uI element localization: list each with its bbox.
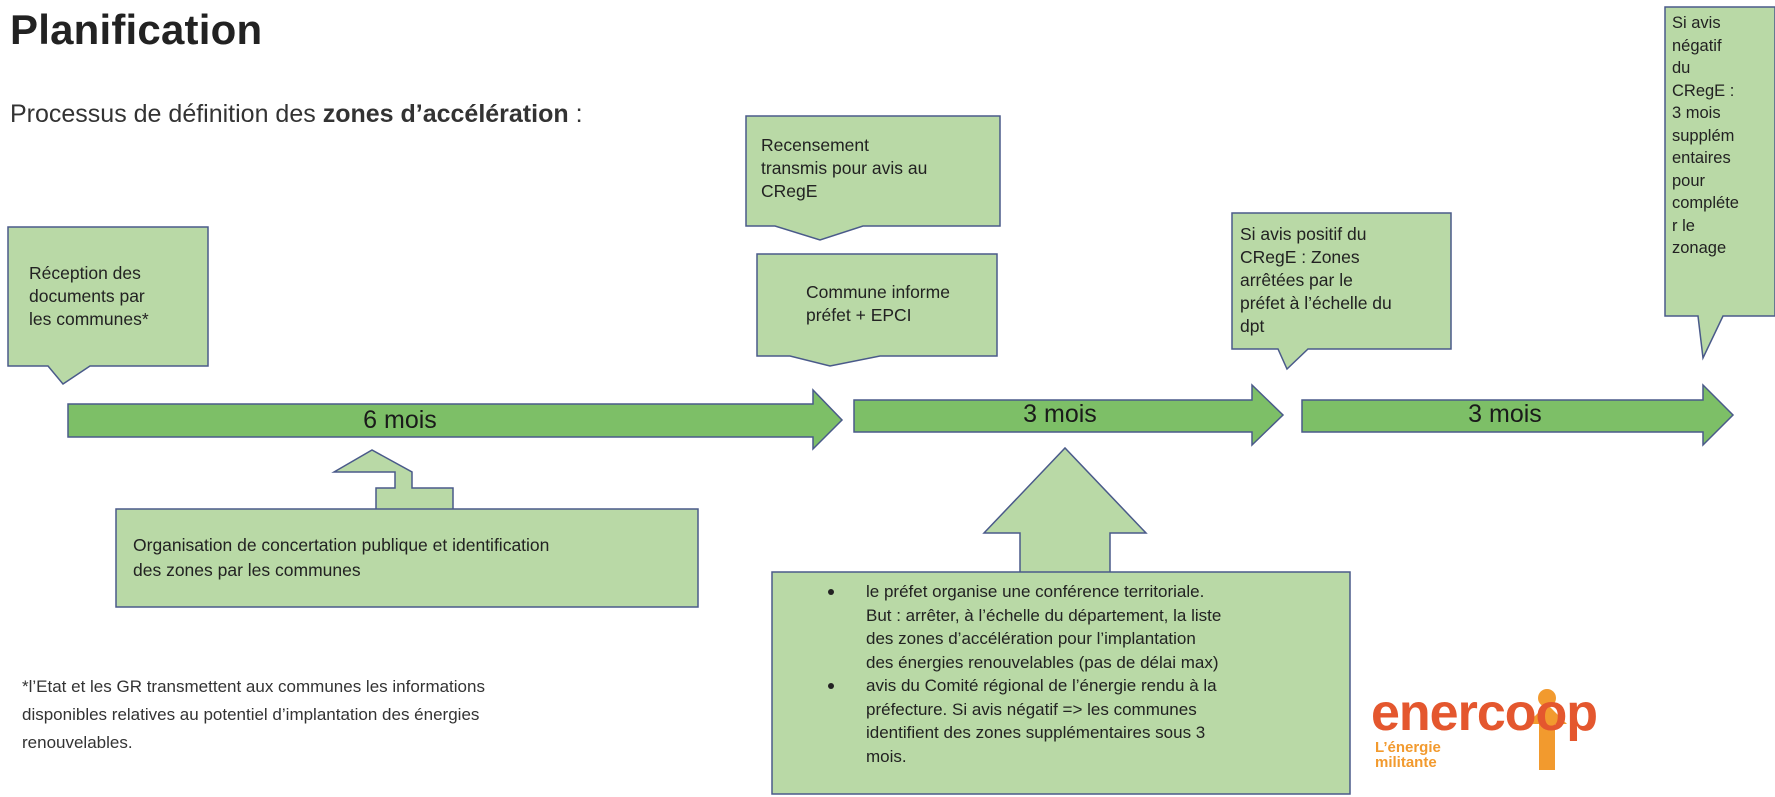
page-title: Planification [10,6,263,53]
callout-recensement-shape [745,115,1001,241]
subtitle-prefix: Processus de définition des [10,100,323,128]
tagline-line: L’énergie [1375,739,1441,756]
callout-line: dpt [1240,316,1265,336]
page-subtitle: Processus de définition des zones d’accé… [10,100,583,129]
callout-line: négatif [1672,36,1722,55]
callout-avis-positif-shape [1231,212,1452,371]
organisation-line: des zones par les communes [133,560,361,580]
callout-line: préfet à l’échelle du [1240,293,1392,313]
callout-line: r le [1672,216,1695,235]
bullet-line: But : arrêter, à l’échelle du départemen… [866,605,1222,625]
callout-recensement-text: Recensement transmis pour avis au CRegE [761,134,927,203]
callout-line: entaires [1672,149,1731,167]
callout-line: 3 mois [1672,104,1721,122]
timeline-arrow-1 [67,388,844,451]
bullet-line: le préfet organise une conférence territ… [866,582,1205,601]
enercoop-logo: enercoop [1371,684,1598,742]
enercoop-person-icon [1527,689,1567,770]
callout-avis-negatif-text: Si avis négatif du CRegE : 3 mois supplé… [1672,12,1775,260]
callout-line: CRegE : Zones [1240,247,1360,267]
callout-avis-positif-text: Si avis positif du CRegE : Zones arrêtée… [1240,223,1392,338]
callout-line: Réception des [29,263,141,283]
bullet-line: identifient des zones supplémentaires so… [866,723,1206,742]
callout-line: CRegE [761,181,818,201]
callout-line: CRegE : [1672,81,1735,100]
callout-commune-text: Commune informe préfet + EPCI [806,281,950,327]
prefet-box-shape [771,571,1351,795]
arrow-2-label: 3 mois [1023,400,1097,428]
organisation-box-shape [115,508,699,608]
footnote: *l’Etat et les GR transmettent aux commu… [22,673,485,757]
bullet-line: des zones d’accélération pour l’implanta… [866,629,1196,648]
bullet-line: des énergies renouvelables (pas de délai… [866,652,1219,672]
callout-line: transmis pour avis au [761,158,928,178]
footnote-line: *l’Etat et les GR transmettent aux commu… [22,677,485,696]
callout-line: Si avis [1672,14,1721,32]
tagline-line: militante [1375,754,1437,771]
callout-line: pour [1672,171,1706,190]
callout-reception-shape [7,226,209,385]
callout-commune-shape [756,253,998,367]
callout-line: supplém [1672,126,1735,145]
callout-line: compléte [1672,194,1739,212]
arrow-1-label: 6 mois [363,406,437,434]
organisation-text: Organisation de concertation publique et… [133,533,549,583]
prefet-bullet-2: avis du Comité régional de l’énergie ren… [772,674,1350,768]
prefet-bullet-list: le préfet organise une conférence territ… [772,580,1350,768]
callout-line: Commune informe [806,282,950,302]
callout-line: préfet + EPCI [806,305,912,325]
callout-line: zonage [1672,239,1727,257]
subtitle-suffix: : [568,100,583,128]
callout-line: Si avis positif du [1240,224,1367,244]
callout-line: les communes* [29,309,149,329]
prefet-bullet-1: le préfet organise une conférence territ… [772,580,1350,674]
callout-line: du [1672,59,1691,77]
callout-line: Recensement [761,135,869,155]
footnote-line: renouvelables. [22,733,133,752]
subtitle-bold: zones d’accélération [322,100,569,128]
organisation-up-arrow [331,449,454,513]
timeline-arrow-3 [1301,383,1735,447]
prefet-up-arrow [982,446,1148,574]
timeline-arrow-2 [853,383,1285,447]
callout-reception-text: Réception des documents par les communes… [29,262,149,331]
bullet-line: mois. [866,746,907,766]
callout-line: arrêtées par le [1240,270,1353,290]
bullet-line: préfecture. Si avis négatif => les commu… [866,699,1197,719]
arrow-3-label: 3 mois [1468,400,1542,428]
callout-line: documents par [29,286,145,306]
callout-avis-negatif-shape [1664,6,1775,361]
enercoop-tagline: L’énergie militante [1375,740,1441,770]
bullet-line: avis du Comité régional de l’énergie ren… [866,676,1217,695]
footnote-line: disponibles relatives au potentiel d’imp… [22,705,480,724]
organisation-line: Organisation de concertation publique et… [133,535,550,555]
